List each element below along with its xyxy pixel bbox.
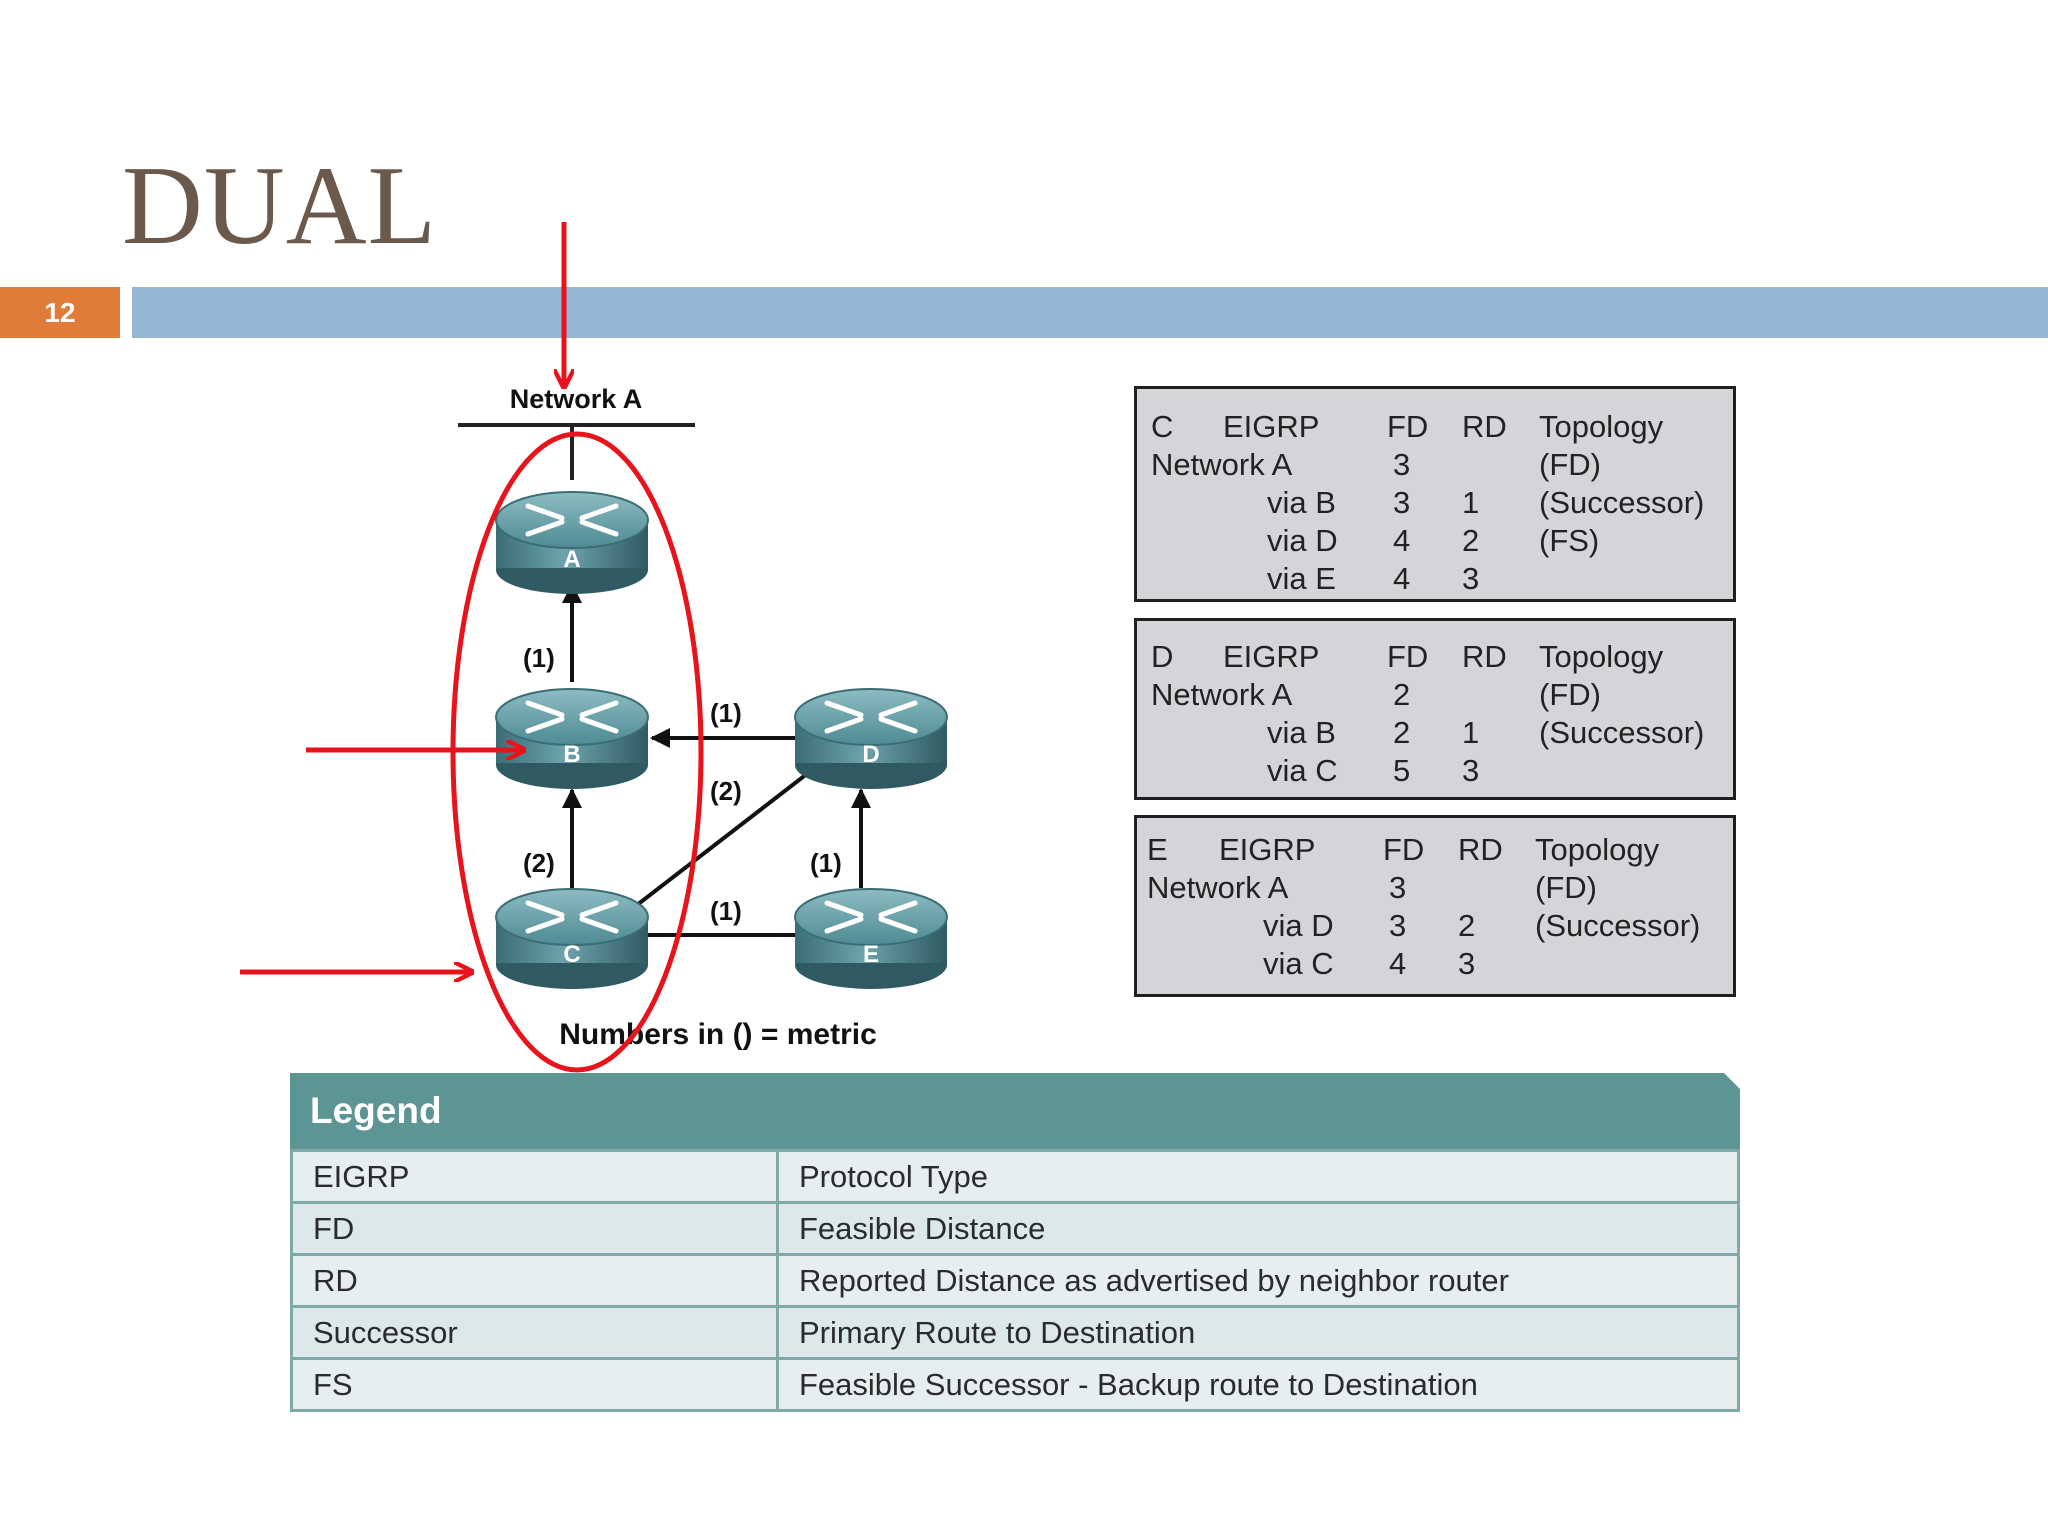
header-eigrp: EIGRP xyxy=(1223,639,1320,674)
route-via: via B xyxy=(1267,485,1336,520)
route-topology: (Successor) xyxy=(1539,485,1705,520)
topology-table-c: C EIGRP FD RD Topology Network A 3 (FD) … xyxy=(1134,386,1736,602)
router-label: B xyxy=(563,741,580,768)
router-label: C xyxy=(563,941,580,968)
router-label: D xyxy=(862,741,879,768)
network-topology: (FD) xyxy=(1539,447,1601,482)
route-via: via D xyxy=(1267,523,1338,558)
legend-meaning: Feasible Distance xyxy=(776,1201,1740,1256)
route-topology: (FS) xyxy=(1539,523,1600,558)
metric-label: (1) xyxy=(523,643,555,673)
route-fd: 4 xyxy=(1393,561,1411,596)
network-fd: 3 xyxy=(1389,870,1407,905)
route-rd: 3 xyxy=(1462,561,1480,596)
header-topology: Topology xyxy=(1539,639,1664,674)
header-fd: FD xyxy=(1387,409,1429,444)
router-icon xyxy=(824,700,918,734)
route-rd: 2 xyxy=(1458,908,1476,943)
router-a: A xyxy=(495,491,649,594)
table-row: FS Feasible Successor - Backup route to … xyxy=(290,1357,1740,1412)
router-e: E xyxy=(794,888,948,989)
legend-term: Successor xyxy=(290,1305,779,1360)
route-via: via B xyxy=(1267,715,1336,750)
link-c-d xyxy=(635,768,814,907)
router-name: C xyxy=(1151,409,1174,444)
router-label: E xyxy=(863,941,879,968)
route-rd: 3 xyxy=(1462,753,1480,788)
slide-title: DUAL xyxy=(122,144,438,268)
slide-number-badge: 12 xyxy=(0,287,120,338)
router-c: C xyxy=(495,888,649,989)
table-row: Successor Primary Route to Destination xyxy=(290,1305,1740,1360)
legend-table: EIGRP Protocol Type FD Feasible Distance… xyxy=(290,1149,1740,1412)
header-eigrp: EIGRP xyxy=(1219,832,1316,867)
title-bar xyxy=(132,287,2048,338)
route-fd: 3 xyxy=(1389,908,1407,943)
network-a-label: Network A xyxy=(510,384,643,414)
router-icon xyxy=(525,700,619,734)
header-topology: Topology xyxy=(1539,409,1664,444)
route-fd: 3 xyxy=(1393,485,1411,520)
router-name: E xyxy=(1147,832,1168,867)
metric-label: (1) xyxy=(710,896,742,926)
route-rd: 1 xyxy=(1462,715,1480,750)
route-topology: (Successor) xyxy=(1535,908,1701,943)
legend-term: FD xyxy=(290,1201,779,1256)
legend-meaning: Primary Route to Destination xyxy=(776,1305,1740,1360)
network-fd: 3 xyxy=(1393,447,1411,482)
legend-meaning: Reported Distance as advertised by neigh… xyxy=(776,1253,1740,1308)
header-rd: RD xyxy=(1462,639,1507,674)
header-eigrp: EIGRP xyxy=(1223,409,1320,444)
network-name: Network A xyxy=(1151,677,1293,712)
route-rd: 2 xyxy=(1462,523,1480,558)
route-rd: 3 xyxy=(1458,946,1476,981)
network-name: Network A xyxy=(1151,447,1293,482)
diagram-caption: Numbers in () = metric xyxy=(559,1018,877,1051)
table-row: RD Reported Distance as advertised by ne… xyxy=(290,1253,1740,1308)
route-via: via D xyxy=(1263,908,1334,943)
metric-label: (1) xyxy=(810,848,842,878)
router-name: D xyxy=(1151,639,1174,674)
legend-term: FS xyxy=(290,1357,779,1412)
legend-term: EIGRP xyxy=(290,1149,779,1204)
network-name: Network A xyxy=(1147,870,1289,905)
router-b: B xyxy=(495,688,649,789)
metric-label: (2) xyxy=(523,848,555,878)
network-topology: (FD) xyxy=(1539,677,1601,712)
router-d: D xyxy=(794,688,948,789)
legend-meaning: Feasible Successor - Backup route to Des… xyxy=(776,1357,1740,1412)
router-icon xyxy=(824,900,918,934)
table-row: EIGRP Protocol Type xyxy=(290,1149,1740,1204)
route-topology: (Successor) xyxy=(1539,715,1705,750)
route-via: via C xyxy=(1267,753,1338,788)
route-fd: 2 xyxy=(1393,715,1411,750)
router-icon xyxy=(525,900,619,934)
route-rd: 1 xyxy=(1462,485,1480,520)
header-topology: Topology xyxy=(1535,832,1660,867)
route-via: via E xyxy=(1267,561,1336,596)
metric-label: (1) xyxy=(710,698,742,728)
router-icon xyxy=(525,503,619,537)
network-topology: (FD) xyxy=(1535,870,1597,905)
router-label: A xyxy=(563,546,580,573)
topology-table-d: D EIGRP FD RD Topology Network A 2 (FD) … xyxy=(1134,618,1736,800)
header-rd: RD xyxy=(1458,832,1503,867)
header-rd: RD xyxy=(1462,409,1507,444)
header-fd: FD xyxy=(1387,639,1429,674)
network-fd: 2 xyxy=(1393,677,1411,712)
route-fd: 5 xyxy=(1393,753,1411,788)
header-fd: FD xyxy=(1383,832,1425,867)
legend-term: RD xyxy=(290,1253,779,1308)
legend-meaning: Protocol Type xyxy=(776,1149,1740,1204)
metric-label: (2) xyxy=(710,776,742,806)
route-fd: 4 xyxy=(1393,523,1411,558)
table-row: FD Feasible Distance xyxy=(290,1201,1740,1256)
route-via: via C xyxy=(1263,946,1334,981)
topology-table-e: E EIGRP FD RD Topology Network A 3 (FD) … xyxy=(1134,815,1736,997)
legend-title: Legend xyxy=(290,1073,1740,1149)
route-fd: 4 xyxy=(1389,946,1407,981)
legend: Legend EIGRP Protocol Type FD Feasible D… xyxy=(290,1073,1740,1412)
